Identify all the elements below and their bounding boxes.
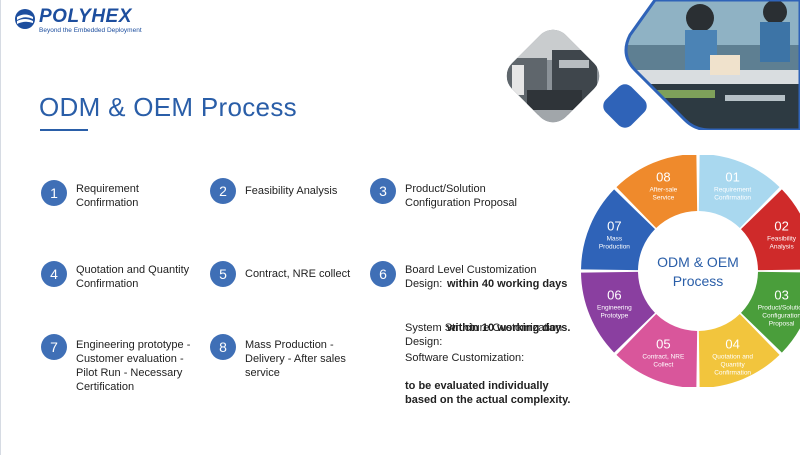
wheel-segment-07 [581, 189, 655, 271]
factory-photo-large [624, 0, 800, 130]
software-customization-timeline: to be evaluated individually based on th… [405, 380, 571, 406]
step-number-badge: 2 [210, 178, 236, 204]
wheel-segment-label: Feasibility [767, 235, 797, 242]
wheel-segment-05 [616, 314, 698, 387]
step-label: Mass Production - Delivery - After sales… [245, 339, 346, 379]
factory-photo-small [499, 22, 607, 130]
logo-tagline: Beyond the Embedded Deployment [39, 27, 142, 34]
wheel-segment-02 [741, 189, 800, 271]
wheel-segment-label: Confirmation [714, 194, 751, 201]
wheel-segment-label: Service [653, 194, 675, 201]
wheel-segment-number: 07 [607, 218, 621, 233]
step-label: Product/Solution Configuration Proposal [405, 183, 517, 209]
polyhex-logo-icon [15, 9, 35, 29]
step-label: Requirement Confirmation [76, 183, 139, 209]
wheel-segment-label: After-sale [649, 186, 677, 193]
wheel-segment-label: Analysis [770, 243, 795, 250]
step-label: Contract, NRE collect [245, 268, 351, 280]
wheel-segment-number: 03 [774, 288, 788, 303]
wheel-segment-label: Requirement [714, 186, 751, 193]
step-number-badge: 4 [41, 261, 67, 287]
step-number-badge: 8 [210, 334, 236, 360]
wheel-segment-label: Confirmation [714, 370, 751, 377]
step-label: Quotation and Quantity Confirmation [76, 264, 190, 290]
slide-edge [0, 0, 1, 455]
wheel-segment-number: 06 [607, 288, 621, 303]
polyhex-logo: POLYHEX Beyond the Embedded Deployment [14, 6, 164, 34]
wheel-segment-number: 04 [725, 337, 739, 352]
wheel-segment-number: 08 [656, 169, 670, 184]
wheel-segment-label: Quotation and [712, 354, 753, 361]
wheel-segment-number: 02 [774, 218, 788, 233]
wheel-segment-label: Quantity [721, 362, 746, 369]
page-title: ODM & OEM Process [39, 92, 297, 122]
board-level-timeline: within 40 working days [447, 278, 568, 290]
wheel-segment-label: Prototype [600, 313, 628, 320]
process-wheel-diagram: 01RequirementConfirmation02FeasibilityAn… [581, 155, 800, 387]
wheel-center-title: Process [673, 273, 724, 289]
step-number-badge: 3 [370, 178, 396, 204]
step-number-badge: 5 [210, 261, 236, 287]
step-label: Engineering prototype - Customer evaluat… [76, 339, 191, 393]
wheel-segment-label: Mass [607, 235, 623, 242]
wheel-segment-label: Product/Solution [758, 305, 800, 312]
wheel-segment-04 [698, 314, 780, 387]
wheel-segment-01 [698, 155, 780, 228]
system-structure-timeline: within 10 working days. [447, 322, 571, 334]
system-structure-customization: System Structure Customization Design: [405, 322, 563, 348]
wheel-segment-label: Proposal [769, 321, 795, 328]
wheel-segment-label: Configuration [762, 313, 800, 320]
wheel-segment-06 [581, 271, 655, 353]
logo-wordmark: POLYHEX [39, 6, 132, 27]
step-number-badge: 7 [41, 334, 67, 360]
step-label: Board Level Customization Design: [405, 264, 537, 290]
software-customization: Software Customization: [405, 352, 525, 364]
wheel-segment-label: Collect [653, 362, 673, 369]
wheel-center-title: ODM & OEM [657, 254, 739, 270]
wheel-segment-label: Production [599, 243, 630, 250]
wheel-segment-08 [616, 155, 698, 228]
title-underline [40, 129, 88, 131]
wheel-segment-label: Engineering [597, 305, 632, 312]
step-label: Feasibility Analysis [245, 185, 338, 197]
step-number-badge: 6 [370, 261, 396, 287]
step-number-badge: 1 [41, 180, 67, 206]
wheel-segment-number: 01 [725, 169, 739, 184]
wheel-segment-number: 05 [656, 337, 670, 352]
wheel-center [640, 213, 756, 329]
wheel-segment-03 [741, 271, 800, 353]
wheel-segment-label: Contract, NRE [642, 354, 685, 361]
